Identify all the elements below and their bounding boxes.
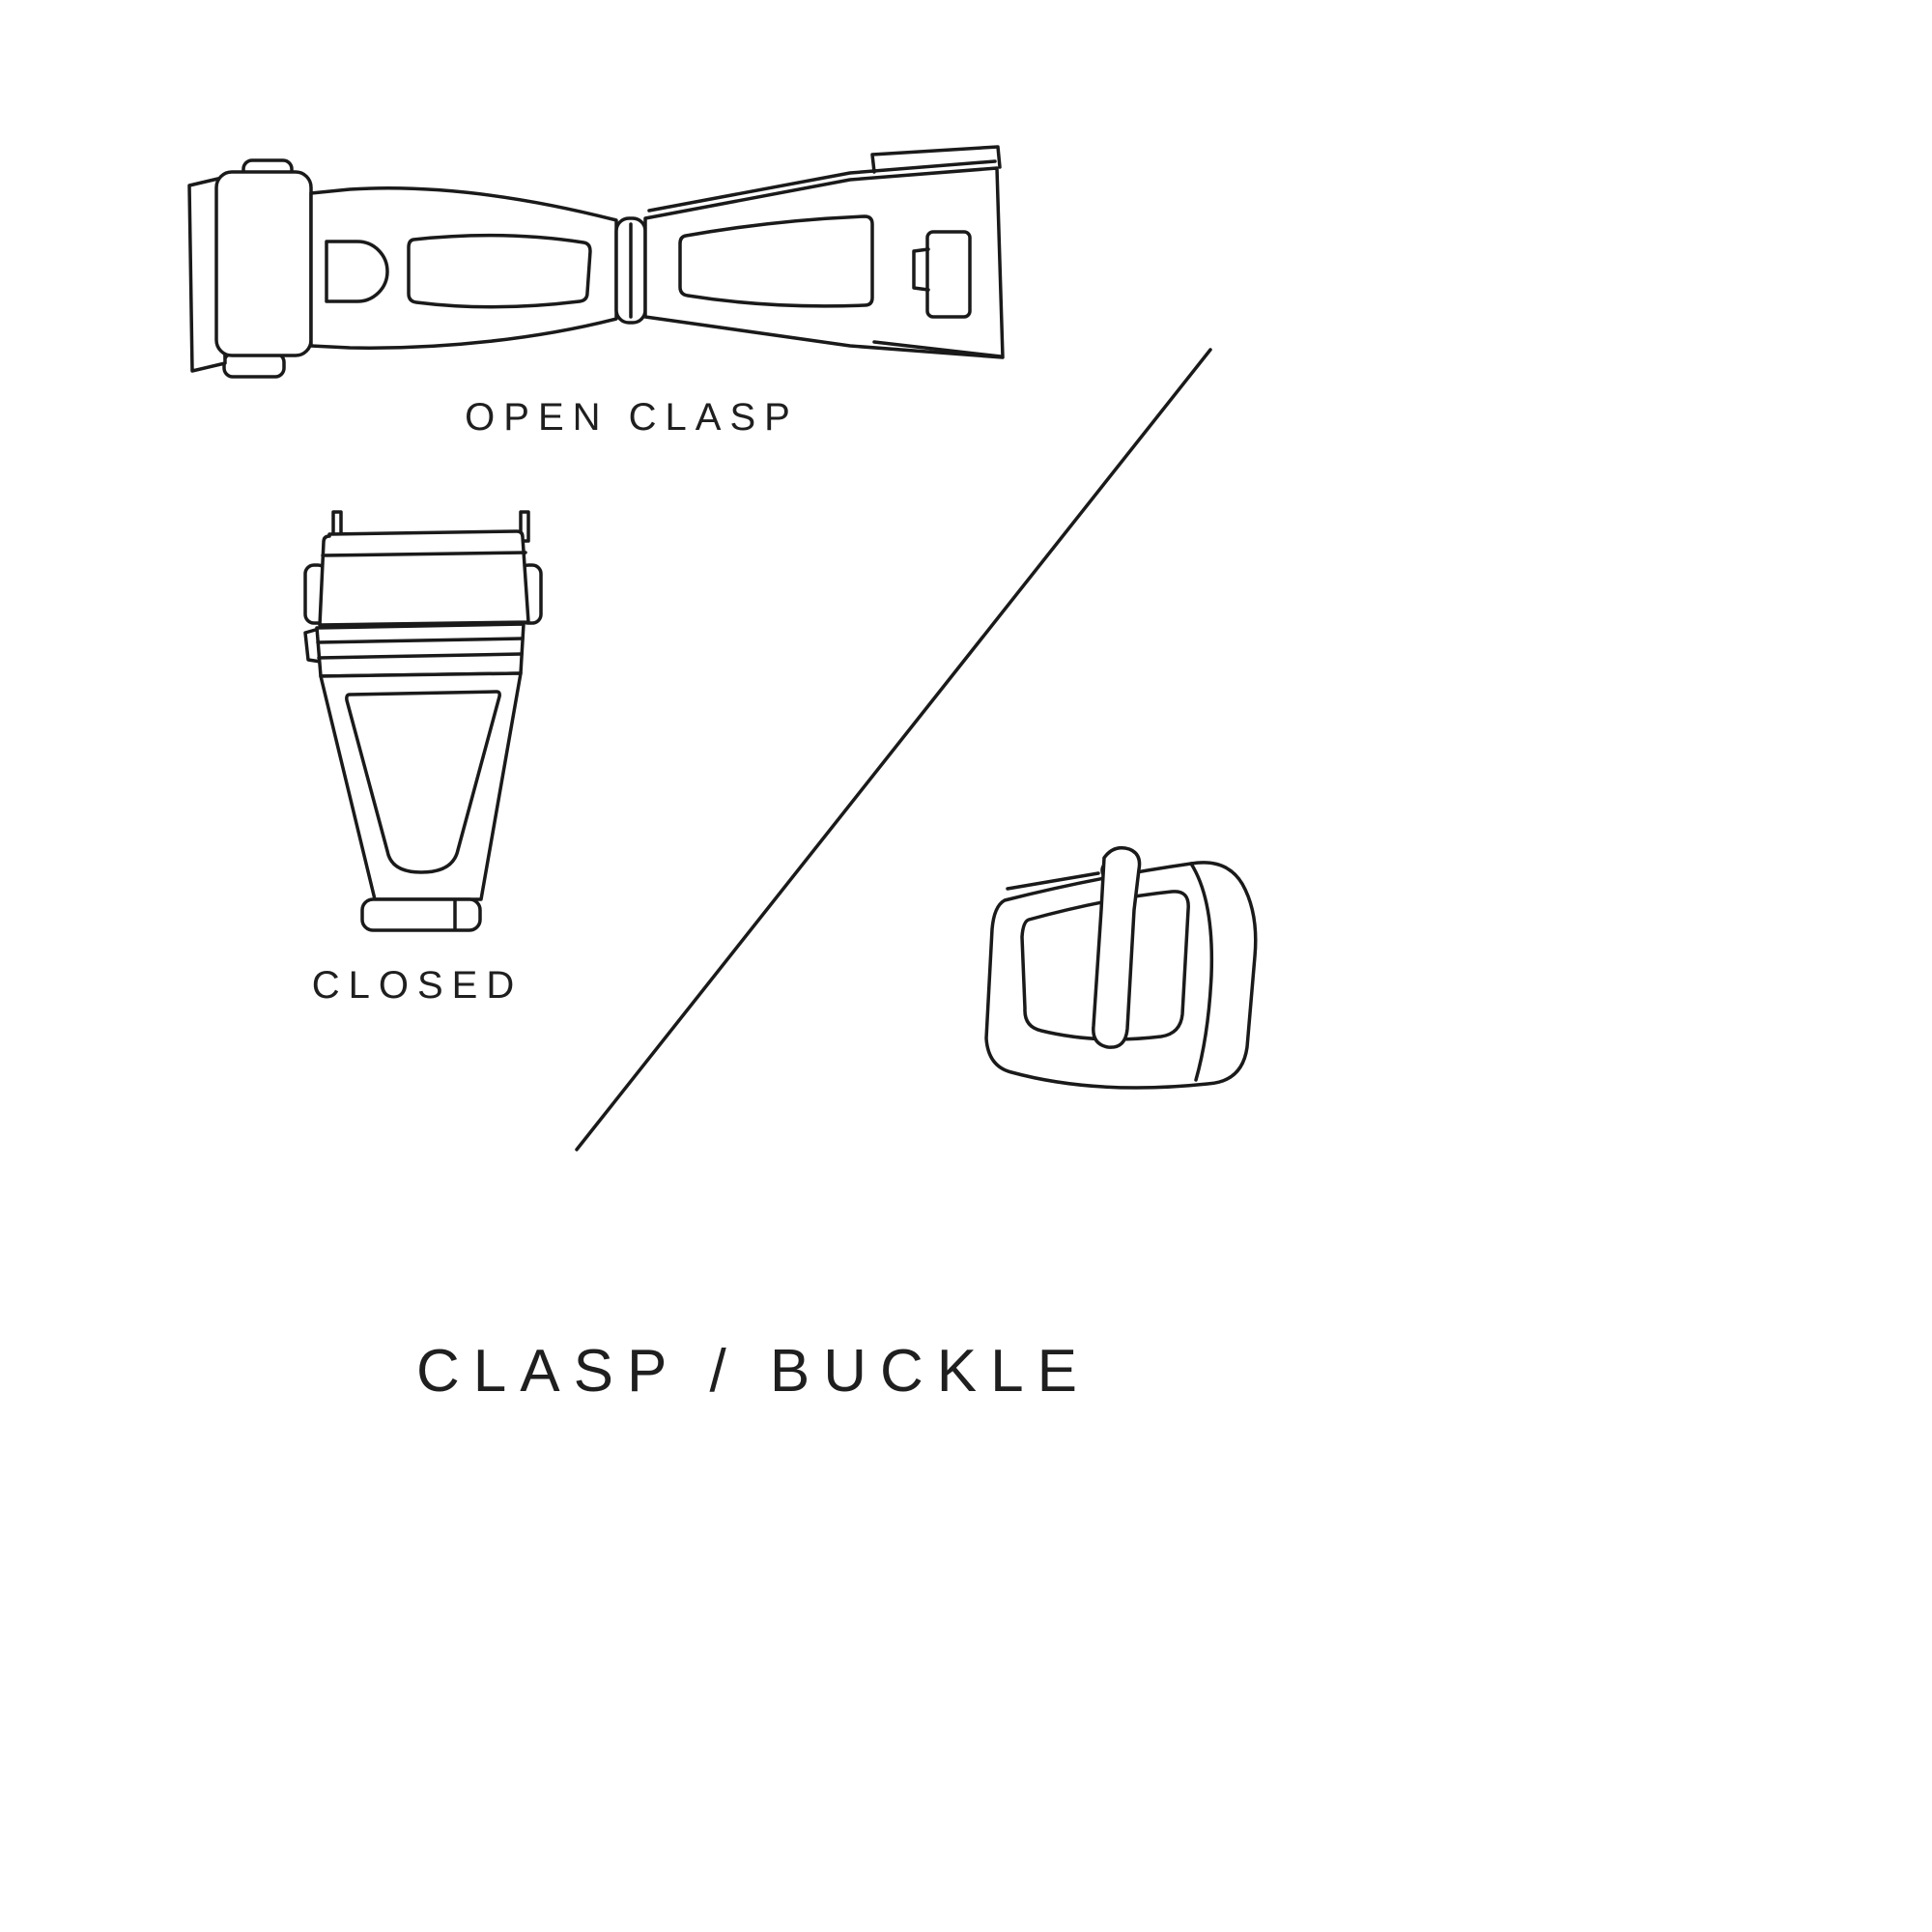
closed-clasp-icon: [303, 510, 543, 932]
open-clasp-label: OPEN CLASP: [465, 396, 799, 439]
open-clasp-illustration: [174, 143, 1024, 394]
buckle-icon: [984, 845, 1258, 1090]
closed-clasp-label: CLOSED: [311, 964, 524, 1007]
buckle-illustration: [952, 840, 1290, 1121]
page-title: CLASP / BUCKLE: [416, 1338, 1091, 1405]
open-clasp-icon: [187, 145, 1005, 379]
closed-clasp-illustration: [298, 507, 549, 937]
